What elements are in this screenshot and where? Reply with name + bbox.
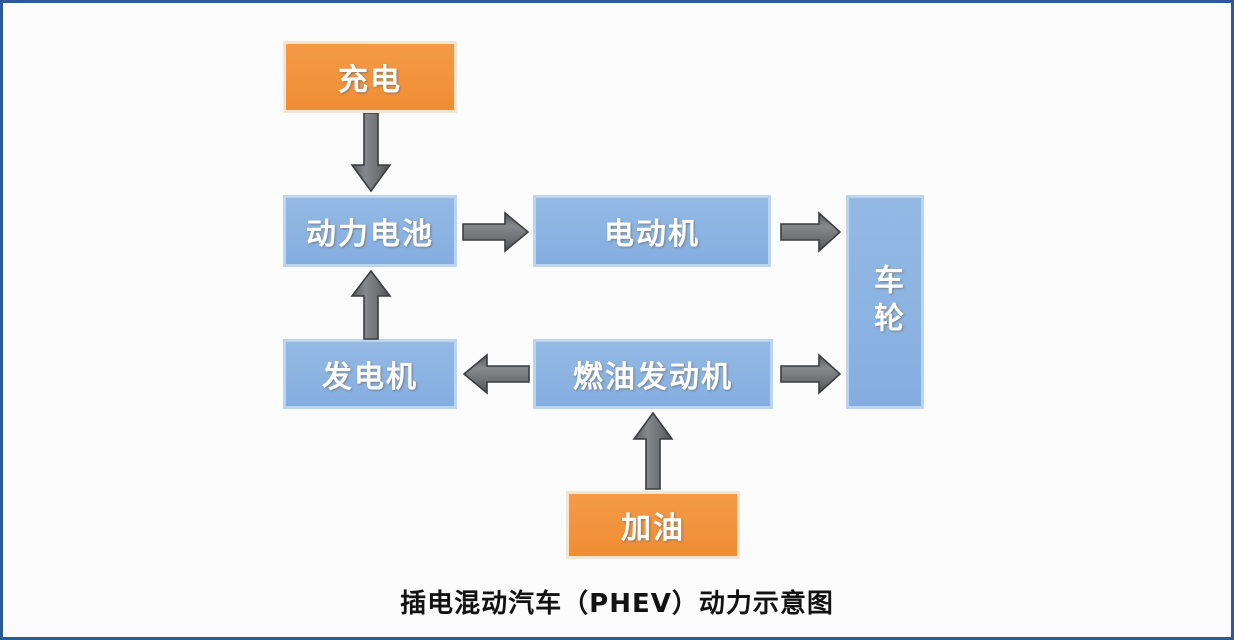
node-charge-label: 充电: [338, 63, 402, 98]
arrow-refuel-to-engine-icon: [632, 411, 674, 490]
arrow-motor-to-wheel-icon: [780, 211, 842, 253]
diagram-caption: 插电混动汽车（PHEV）动力示意图: [400, 589, 834, 619]
arrow-charge-to-battery-icon: [350, 113, 392, 193]
node-engine-label: 燃油发动机: [573, 360, 733, 395]
arrow-engine-to-wheel-icon: [780, 353, 842, 395]
node-battery[interactable]: 动力电池: [283, 195, 457, 267]
diagram-canvas: 充电 动力电池 电动机 车轮 发电机 燃油发动机 加油: [3, 3, 1231, 637]
node-refuel-label: 加油: [621, 511, 685, 546]
node-battery-label: 动力电池: [306, 217, 434, 252]
node-engine[interactable]: 燃油发动机: [533, 339, 773, 409]
node-wheel-label: 车轮: [868, 264, 903, 340]
node-wheel[interactable]: 车轮: [846, 195, 924, 409]
node-generator[interactable]: 发电机: [283, 339, 457, 409]
node-motor[interactable]: 电动机: [533, 195, 771, 267]
arrow-engine-to-generator-icon: [462, 353, 530, 395]
arrow-generator-to-battery-icon: [350, 269, 392, 340]
node-charge[interactable]: 充电: [283, 41, 457, 113]
node-refuel[interactable]: 加油: [566, 491, 740, 559]
node-motor-label: 电动机: [604, 217, 700, 252]
arrow-battery-to-motor-icon: [462, 211, 530, 253]
node-generator-label: 发电机: [322, 360, 418, 395]
